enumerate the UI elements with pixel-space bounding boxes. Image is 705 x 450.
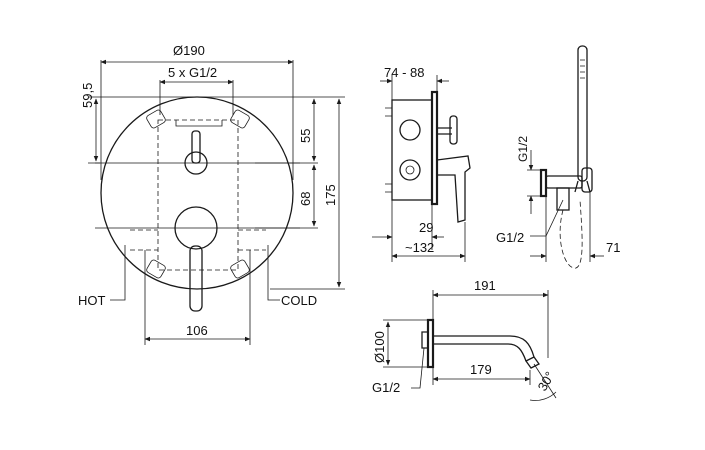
dim-106: 106 <box>186 323 208 338</box>
spout-plate <box>426 318 435 369</box>
dim-179: 179 <box>470 362 492 377</box>
side-mixer-handle <box>436 155 471 223</box>
label-g12-side: G1/2 <box>496 230 524 245</box>
dim-55: 55 <box>298 129 313 143</box>
dim-175: 175 <box>323 184 338 206</box>
dim-angle-30: 30° <box>535 369 558 394</box>
mounting-ears <box>130 109 266 279</box>
dim-29: 29 <box>419 220 433 235</box>
dim-thread-count: 5 x G1/2 <box>168 65 217 80</box>
front-view: Ø190 5 x G1/2 59,5 55 68 175 HOT COLD 10… <box>78 43 345 345</box>
label-cold: COLD <box>281 293 317 308</box>
mixer-lever <box>189 245 203 312</box>
dim-59-5: 59,5 <box>80 83 95 108</box>
spout-arm <box>433 335 535 362</box>
dim-d100: Ø100 <box>372 331 387 363</box>
label-g12-top: G1/2 <box>516 136 530 162</box>
dim-d190: Ø190 <box>173 43 205 58</box>
side-view: 74 - 88 29 ~132 <box>372 65 471 262</box>
body-box <box>391 99 433 201</box>
dim-71: 71 <box>606 240 620 255</box>
shower-hose <box>559 199 583 269</box>
label-g12-spout: G1/2 <box>372 380 400 395</box>
hand-shower-view: G1/2 G1/2 71 <box>496 45 620 269</box>
diverter-port <box>399 119 421 141</box>
dim-68: 68 <box>298 192 313 206</box>
spout-view: 191 Ø100 G1/2 179 30° <box>372 278 557 401</box>
concealed-box <box>157 119 239 271</box>
dim-191: 191 <box>474 278 496 293</box>
dim-132: ~132 <box>405 240 434 255</box>
label-hot: HOT <box>78 293 106 308</box>
dim-74-88: 74 - 88 <box>384 65 424 80</box>
